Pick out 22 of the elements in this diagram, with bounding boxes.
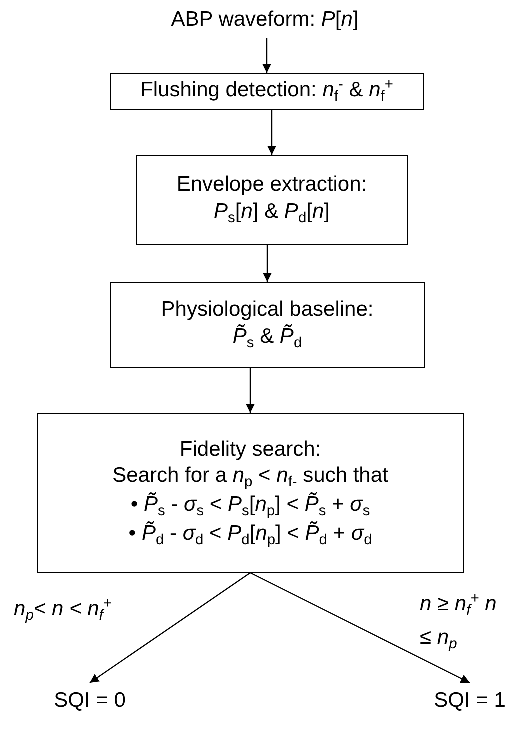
box-text: • P̃$_{s}$ - σ$_{s}$ < P$_{s}$[n$_{p}$] < P̃$_{s}$ + σ$_{s}$ [130,492,370,521]
process-box [37,413,464,573]
arrow [263,245,272,282]
box-text: P̃$_{s}$ & P̃$_{d}$ [232,324,302,353]
edge-label: n ≥ n$_{f}$$^{+}$ n ≤ n$_{p}$ [420,590,498,654]
box-heading: Envelope extraction: [176,172,368,198]
arrow [262,38,272,73]
process-box [110,282,425,368]
process-box [110,73,424,110]
box-text: P$_{s}$[n] & P$_{d}$[n] [214,198,330,228]
arrow [268,110,276,155]
box-text: • P̃$_{d}$ - σ$_{d}$ < P$_{d}$[n$_{p}$] < P̃$_{d}$ + σ$_{d}$ [128,520,372,550]
box-heading: Physiological baseline: [161,297,374,324]
arrow [246,368,255,413]
output-text: SQI = 1 [434,688,506,714]
arrow [250,572,470,684]
arrow [90,572,251,684]
output-text: SQI = 0 [54,688,126,714]
box-heading: Fidelity search: [180,436,322,463]
box-text: Search for a n$_{p}$ < n$_{f-}$ such that [112,462,388,492]
input-text: ABP waveform: P[n] [171,6,359,33]
process-box [136,155,408,245]
